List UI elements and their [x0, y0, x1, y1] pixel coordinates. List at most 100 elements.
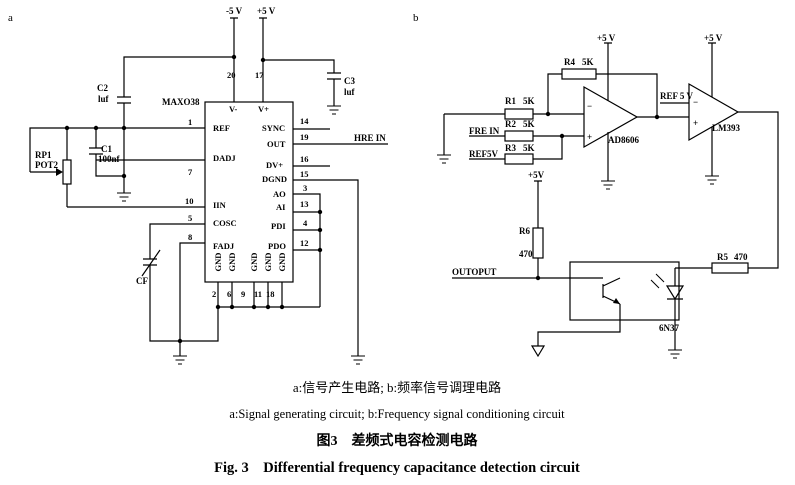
comp-supply-label: +5 V: [704, 33, 723, 43]
ground-symbol: [601, 180, 615, 190]
r5-resistor: [711, 262, 749, 274]
cf-ref: CF: [136, 276, 148, 286]
lm393-comparator: [688, 82, 740, 142]
led-cathode-wire: [667, 298, 683, 350]
pin-num-15: 15: [300, 169, 309, 179]
pin-num-19: 19: [300, 132, 309, 142]
c2-value: luf: [98, 94, 110, 104]
pin-num-11: 11: [254, 289, 262, 299]
r6-supply-label: +5V: [528, 170, 545, 180]
ground-symbol: [327, 105, 341, 115]
c3-value: luf: [344, 87, 356, 97]
gnd-label: GND: [249, 253, 259, 272]
circuit-b: b − + AD8606 +5 V R1 5K R4 5K FRE IN R2 …: [413, 12, 779, 359]
phototransistor: [602, 277, 621, 305]
junction-dot: [279, 304, 285, 310]
c1-ref: C1: [101, 144, 112, 154]
pin-num-10: 10: [185, 196, 194, 206]
hre-in-label: HRE IN: [354, 133, 386, 143]
led-emission-arrows: [650, 273, 665, 289]
pin-num-18: 18: [266, 289, 275, 299]
junction-dot: [317, 227, 323, 233]
pin-name-pdo: PDO: [268, 241, 286, 251]
supply-neg-label: -5 V: [226, 6, 243, 16]
pin-name-cosc: COSC: [213, 218, 237, 228]
r6-resistor: [532, 227, 544, 259]
cf-variable-arrow: [141, 249, 161, 277]
pin-name-fadj: FADJ: [213, 241, 235, 251]
pin-num-4: 4: [303, 218, 308, 228]
r6-supply-wire: [534, 180, 542, 228]
phototransistor-emitter-arrow: [613, 298, 620, 304]
r5-value: 470: [734, 252, 748, 262]
opamp-minus: −: [587, 101, 592, 111]
r1-resistor: [504, 108, 534, 120]
ad8606-opamp: [583, 85, 639, 149]
maxo38-chip: [204, 101, 294, 283]
pin-name-sync: SYNC: [262, 123, 285, 133]
junction-dot: [317, 209, 323, 215]
gnd-pin-wires: [217, 282, 283, 307]
opamp-supply-label: +5 V: [597, 33, 616, 43]
gnd-bus-to-ground: [180, 307, 219, 342]
r4-ref: R4: [564, 57, 575, 67]
ref-5v-label: REF 5 V: [660, 91, 694, 101]
pin-num-2: 2: [212, 289, 216, 299]
rp1-wiper-wire: [29, 127, 67, 173]
ground-symbol: [705, 175, 719, 185]
opamp-supply-wire: [604, 42, 612, 101]
caption: a:信号产生电路; b:频率信号调理电路 a:Signal generating…: [214, 380, 580, 476]
pin-name-dgnd: DGND: [262, 174, 287, 184]
comp-minus: −: [693, 97, 698, 107]
pin-17: 17: [255, 70, 264, 80]
junction-dot: [251, 304, 257, 310]
pin-num-9: 9: [241, 289, 245, 299]
pins-13-4-12-wire: [293, 211, 320, 251]
ground-triangle: [530, 345, 546, 358]
chip-label: MAXO38: [162, 97, 200, 107]
junction-dot: [121, 125, 127, 131]
cf-wire-down: [149, 265, 180, 342]
r3-ref: R3: [505, 143, 516, 153]
gnd-label: GND: [213, 253, 223, 272]
pin-name-ai: AI: [276, 202, 286, 212]
r2-resistor: [504, 130, 534, 142]
optocoupler-6n37: [569, 261, 680, 321]
pin-num-14: 14: [300, 116, 309, 126]
c2-wire: [123, 56, 234, 97]
panel-label-b: b: [413, 12, 419, 24]
opamp-plus: +: [587, 132, 592, 142]
comp-output-wire: [738, 111, 779, 269]
pin-num-8: 8: [188, 232, 192, 242]
ground-symbol: [117, 192, 131, 202]
r3-wire-out: [533, 136, 563, 160]
junction-dot: [545, 111, 551, 117]
pin-20: 20: [227, 70, 236, 80]
r4-value: 5K: [582, 57, 594, 67]
r5-ref: R5: [717, 252, 728, 262]
c2-capacitor: [117, 96, 131, 104]
pin-3-wire: [293, 193, 321, 307]
caption-cn-sub: a:信号产生电路; b:频率信号调理电路: [293, 380, 501, 395]
panel-label-a: a: [8, 12, 13, 24]
junction-dot: [654, 114, 660, 120]
junction-dot: [215, 304, 221, 310]
r1-value: 5K: [523, 96, 535, 106]
transistor-emitter-wire: [537, 304, 621, 346]
rp1-potentiometer: [62, 159, 72, 185]
caption-fig-cn: 图3 差频式电容检测电路: [317, 432, 479, 449]
pin-num-12: 12: [300, 238, 309, 248]
pin-15-wire: [293, 179, 359, 356]
junction-dot: [64, 125, 70, 131]
pin-name-dvplus: DV+: [266, 160, 283, 170]
r3-resistor: [504, 153, 534, 165]
r3-value: 5K: [523, 143, 535, 153]
junction-dot: [317, 247, 323, 253]
rp1-value: POT2: [35, 160, 59, 170]
ground-symbol: [437, 154, 451, 164]
junction-dot: [229, 304, 235, 310]
pin-name-ref: REF: [213, 123, 230, 133]
pin-name-out: OUT: [267, 139, 286, 149]
c3-ref: C3: [344, 76, 355, 86]
